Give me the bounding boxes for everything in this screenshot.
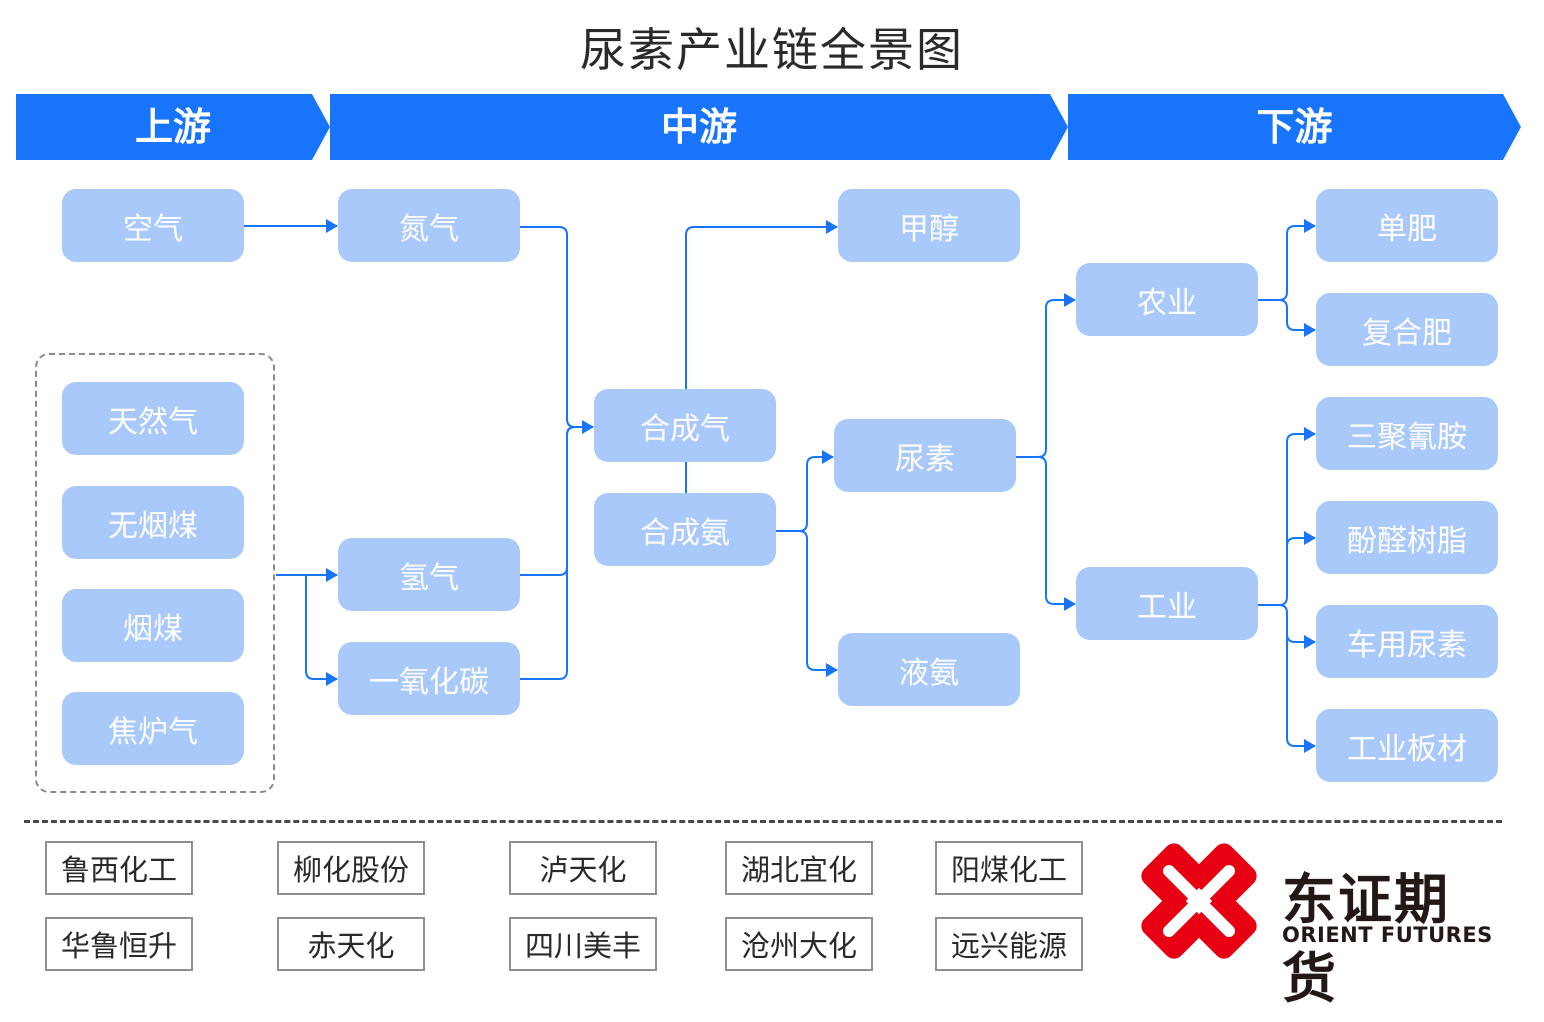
- arrow-urea-to-agriculture: [1045, 293, 1076, 449]
- node-agriculture: 农业: [1076, 263, 1258, 336]
- flow-connectors: [244, 219, 1316, 753]
- company-tag: 鲁西化工: [45, 841, 193, 895]
- node-anthracite: 无烟煤: [62, 486, 244, 559]
- company-tag: 阳煤化工: [935, 841, 1083, 895]
- stage-label-downstream: 下游: [1256, 105, 1333, 149]
- arrow-industry-to-industrial-board: [1286, 634, 1316, 753]
- arrow-ammonia-to-liquid-ammonia: [798, 530, 838, 677]
- company-tag: 赤天化: [277, 917, 425, 971]
- node-air: 空气: [62, 189, 244, 262]
- arrow-industry-to-melamine: [1286, 427, 1316, 597]
- stage-banners: [16, 94, 1521, 160]
- stage-banner-upstream: [16, 94, 330, 160]
- arrow-feedstock-to-carbon-monoxide: [305, 575, 338, 686]
- arrow-agriculture-to-compound-fertilizer: [1278, 299, 1316, 337]
- stage-label-upstream: 上游: [134, 105, 211, 149]
- node-bituminous-coal: 烟煤: [62, 589, 244, 662]
- line-carbon-monoxide-to-syngas: [520, 426, 576, 680]
- node-carbon-monoxide: 一氧化碳: [338, 642, 520, 715]
- node-methanol: 甲醇: [838, 189, 1020, 262]
- arrow-syngas-to-methanol: [685, 220, 838, 389]
- company-tag: 湖北宜化: [725, 841, 873, 895]
- node-urea: 尿素: [834, 419, 1016, 492]
- company-tag: 远兴能源: [935, 917, 1083, 971]
- logo-name-en: ORIENT FUTURES: [1282, 923, 1493, 947]
- arrow-urea-to-industry: [1037, 456, 1076, 611]
- node-industrial-board: 工业板材: [1316, 709, 1498, 782]
- arrow-industry-to-phenolic-resin: [1286, 531, 1316, 547]
- node-industry: 工业: [1076, 567, 1258, 640]
- company-tag: 华鲁恒升: [45, 917, 193, 971]
- node-hydrogen: 氢气: [338, 538, 520, 611]
- page-title: 尿素产业链全景图: [580, 23, 964, 77]
- node-coke-oven-gas: 焦炉气: [62, 692, 244, 765]
- node-melamine: 三聚氰胺: [1316, 397, 1498, 470]
- feedstock-group-box: [35, 353, 275, 793]
- node-phenolic-resin: 酚醛树脂: [1316, 501, 1498, 574]
- company-tag: 四川美丰: [509, 917, 657, 971]
- node-vehicle-urea: 车用尿素: [1316, 605, 1498, 678]
- node-compound-fertilizer: 复合肥: [1316, 293, 1498, 366]
- arrow-ammonia-to-urea: [806, 450, 834, 523]
- node-nitrogen: 氮气: [338, 189, 520, 262]
- node-synthetic-ammonia: 合成氨: [594, 493, 776, 566]
- stage-banner-downstream: [1068, 94, 1521, 160]
- node-liquid-ammonia: 液氨: [838, 633, 1020, 706]
- section-divider: [24, 820, 1502, 823]
- node-natural-gas: 天然气: [62, 382, 244, 455]
- arrow-agriculture-to-straight-fertilizer: [1286, 219, 1316, 292]
- node-syngas: 合成气: [594, 389, 776, 462]
- logo-name-cn: 东证期货: [1282, 868, 1450, 1010]
- line-nitrogen-to-syngas: [520, 226, 576, 428]
- stage-banner-midstream: [330, 94, 1068, 160]
- company-tag: 泸天化: [509, 841, 657, 895]
- stage-label-midstream: 中游: [660, 105, 737, 149]
- node-straight-fertilizer: 单肥: [1316, 189, 1498, 262]
- company-tag: 沧州大化: [725, 917, 873, 971]
- company-tag: 柳化股份: [277, 841, 425, 895]
